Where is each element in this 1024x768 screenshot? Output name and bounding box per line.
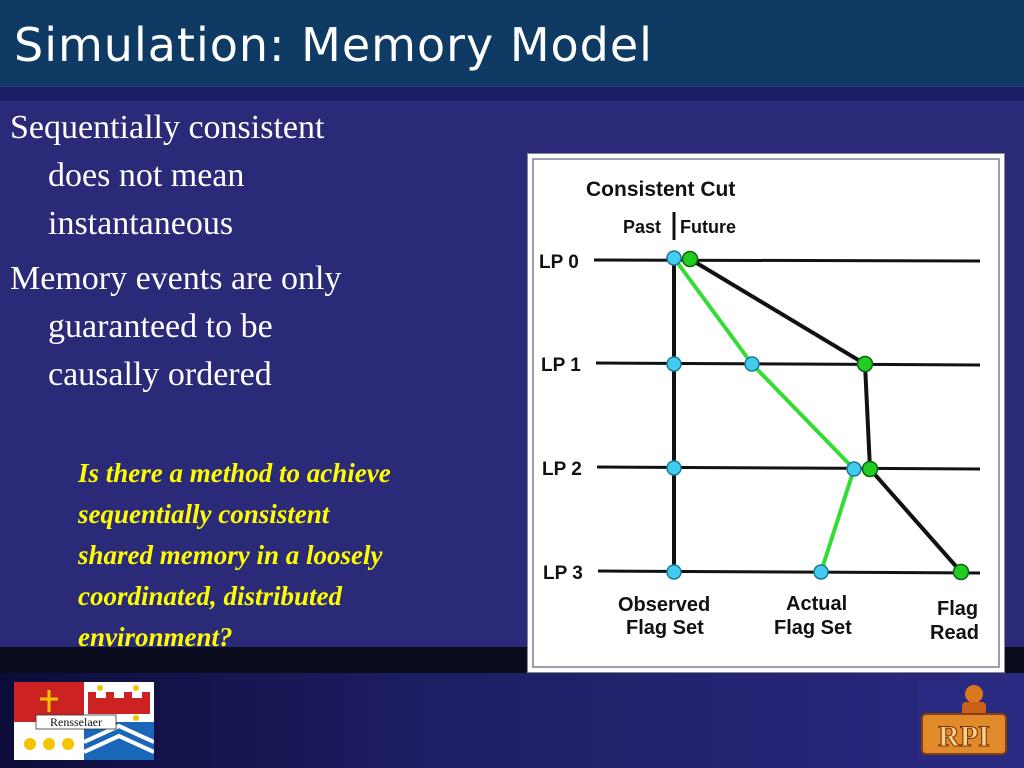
- bullet-2: Memory events are only guaranteed to be …: [10, 255, 341, 399]
- bullet-1-line-3: instantaneous: [48, 205, 234, 242]
- event-dot-cyan: [666, 356, 682, 372]
- question-line: shared memory in a loosely: [78, 540, 383, 570]
- lp3-label: LP 3: [543, 563, 583, 584]
- event-dot-green: [681, 250, 699, 268]
- bullet-1-line-2: does not mean: [48, 157, 245, 194]
- future-label: Future: [680, 217, 736, 237]
- event-dot-cyan: [666, 460, 682, 476]
- past-label: Past: [623, 217, 661, 237]
- event-dot-green: [861, 460, 879, 478]
- rpi-logo: RPI: [918, 680, 1010, 760]
- lp3-timeline: [597, 569, 981, 575]
- event-dot-green: [952, 563, 970, 581]
- question-line: Is there a method to achieve: [78, 458, 391, 488]
- diagram-frame: Consistent Cut Past Future LP 0 LP 1 LP …: [527, 153, 1005, 673]
- rpi-logo-icon: RPI: [918, 680, 1010, 760]
- consistent-cut-diagram: Consistent Cut Past Future LP 0 LP 1 LP …: [539, 178, 981, 644]
- bullet-2-line-3: causally ordered: [48, 356, 272, 393]
- lp2-timeline: [596, 465, 981, 471]
- actual-flag-path: [672, 256, 857, 573]
- lp1-timeline: [595, 361, 981, 367]
- question-text: Is there a method to achieve sequentiall…: [78, 453, 498, 658]
- bullet-2-line-2: guaranteed to be: [48, 308, 273, 345]
- title-divider: [0, 86, 1024, 101]
- bullet-1: Sequentially consistent does not mean in…: [10, 104, 324, 248]
- diagram-title: Consistent Cut: [586, 178, 735, 201]
- actual-label-line-2: Flag Set: [774, 617, 852, 639]
- lp2-label: LP 2: [542, 459, 582, 480]
- question-line: sequentially consistent: [78, 499, 330, 529]
- flag-read-path: [688, 257, 963, 574]
- bullet-2-line-1: Memory events are only: [10, 260, 342, 297]
- question-line: coordinated, distributed: [78, 581, 343, 611]
- seal-text: Rensselaer: [50, 715, 102, 729]
- actual-label-line-1: Actual: [786, 593, 847, 615]
- event-dot-cyan: [666, 250, 682, 266]
- lp1-label: LP 1: [541, 355, 581, 376]
- footer-bar: [0, 673, 1024, 768]
- event-dot-cyan: [666, 564, 682, 580]
- observed-label-line-2: Flag Set: [626, 617, 704, 639]
- read-label-line-1: Flag: [937, 598, 978, 620]
- event-dot-cyan: [744, 356, 760, 372]
- read-label-line-2: Read: [930, 622, 979, 644]
- rpi-logo-text: RPI: [938, 720, 990, 753]
- bullet-1-line-1: Sequentially consistent: [10, 109, 325, 146]
- event-dot-cyan: [846, 461, 862, 477]
- slide-title: Simulation: Memory Model: [14, 18, 653, 72]
- observed-label-line-1: Observed: [618, 594, 710, 616]
- rensselaer-seal: Rensselaer: [13, 681, 155, 761]
- rensselaer-seal-icon: Rensselaer: [13, 681, 155, 761]
- title-bar: Simulation: Memory Model: [0, 0, 1024, 86]
- lp0-timeline: [593, 258, 981, 263]
- event-dot-green: [856, 355, 874, 373]
- diagram-border: Consistent Cut Past Future LP 0 LP 1 LP …: [532, 158, 1000, 668]
- event-dot-cyan: [813, 564, 829, 580]
- lp0-label: LP 0: [539, 252, 579, 273]
